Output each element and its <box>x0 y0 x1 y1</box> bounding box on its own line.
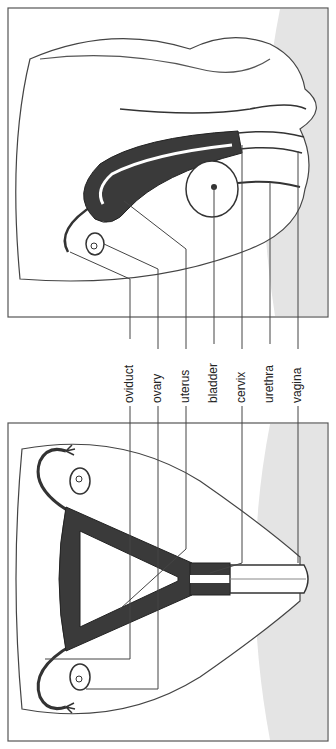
leader-line <box>124 201 186 349</box>
follicle <box>76 476 82 482</box>
part-label: vagina <box>290 366 304 405</box>
part-label: oviduct <box>122 363 136 405</box>
part-label: bladder <box>206 361 220 405</box>
leader-line <box>270 182 271 344</box>
bladder-shape <box>186 161 238 217</box>
vagina-canal <box>230 579 306 580</box>
oviduct-tube <box>38 645 72 709</box>
part-label: uterus <box>178 368 192 405</box>
uterus-wall <box>84 131 242 222</box>
ovary-shape <box>86 233 104 255</box>
leader-lines <box>45 145 298 689</box>
leader-line <box>298 406 299 563</box>
vagina-tube <box>230 565 308 593</box>
urethra-tube <box>238 182 300 187</box>
leader-line <box>86 406 158 689</box>
part-label: cervix <box>234 370 248 405</box>
uterine-cavity <box>80 531 178 627</box>
leader-line <box>214 187 215 344</box>
ovary-shape <box>70 468 90 494</box>
panel-frame <box>8 423 328 741</box>
sacrum-curve <box>40 56 270 73</box>
panel-frame <box>8 8 328 317</box>
leader-line <box>242 145 243 349</box>
body-outline <box>16 38 317 281</box>
leader-line <box>45 406 130 659</box>
fimbriae <box>66 445 75 455</box>
follicle <box>76 676 82 682</box>
follicle <box>91 243 97 249</box>
part-label: ovary <box>150 372 164 405</box>
cervical-canal <box>190 575 230 583</box>
uterus-wall <box>59 507 192 651</box>
fimbriae <box>66 703 75 713</box>
cervix-shape <box>190 563 230 595</box>
oviduct-tube <box>38 449 72 513</box>
ovary-shape <box>70 664 90 690</box>
leader-line <box>104 244 158 349</box>
part-label: urethra <box>262 363 276 405</box>
leader-line <box>120 406 186 609</box>
leader-line <box>70 252 130 339</box>
leader-line <box>298 151 299 349</box>
rectum-wall <box>120 105 306 113</box>
leader-line <box>210 406 242 573</box>
vagina-tube <box>238 132 304 153</box>
